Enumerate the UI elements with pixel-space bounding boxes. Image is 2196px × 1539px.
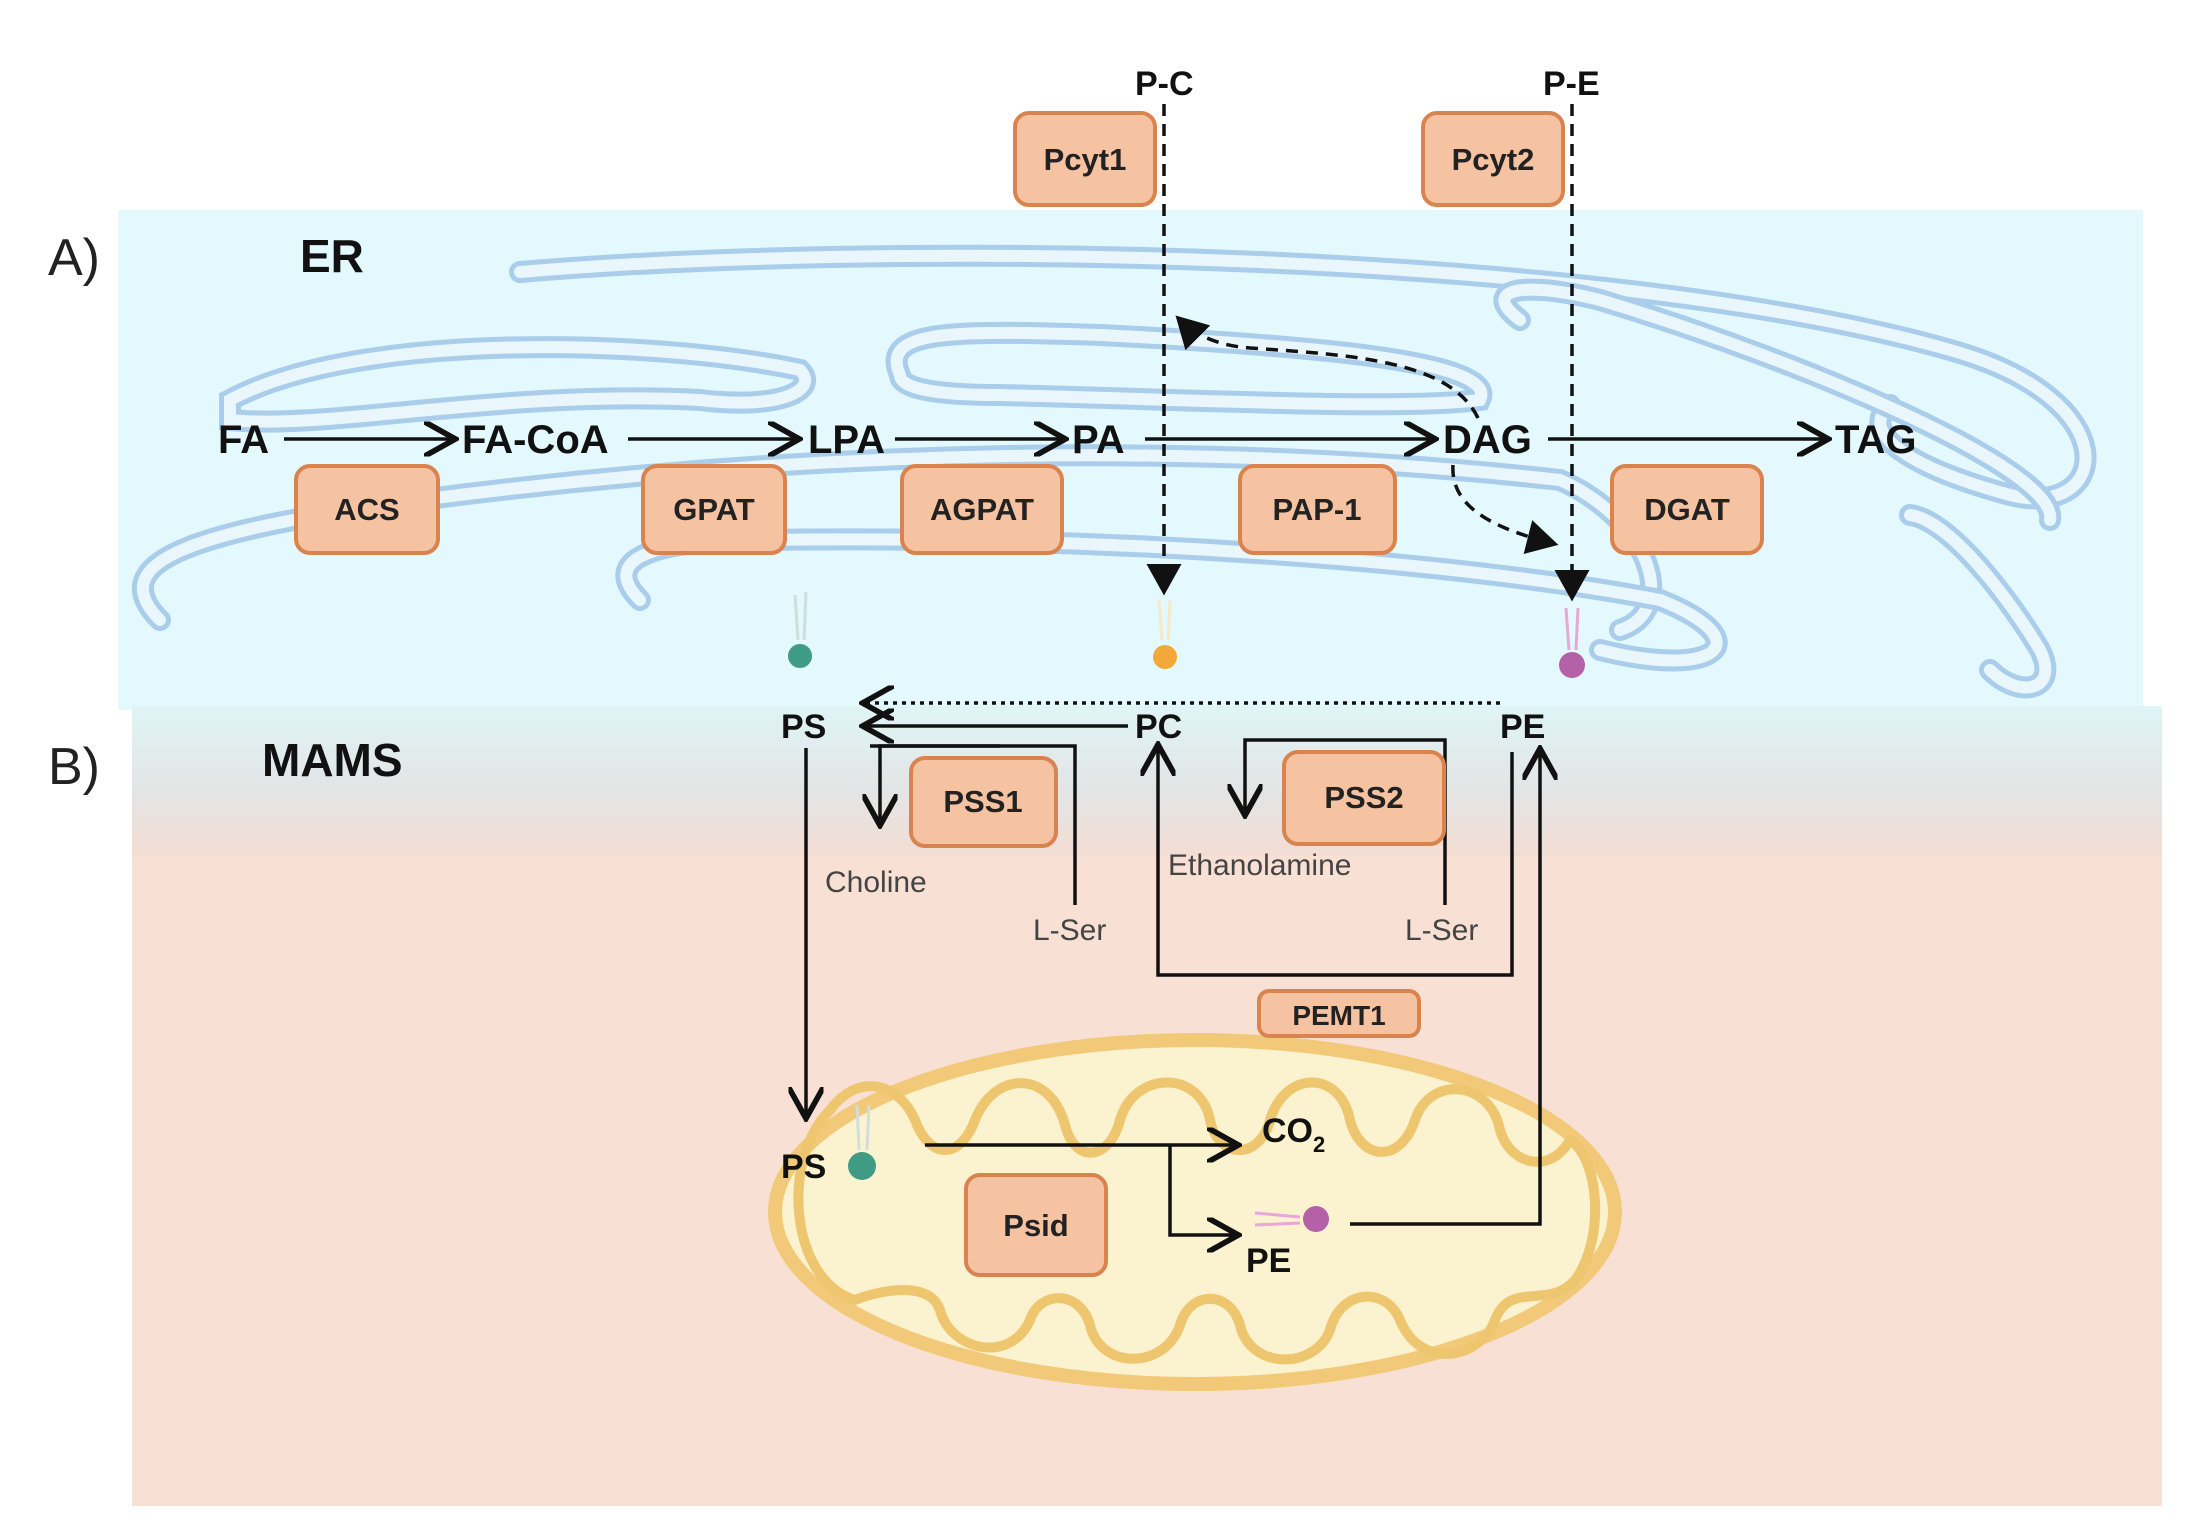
panel-a-label: A) [48,229,100,287]
svg-text:GPAT: GPAT [673,492,755,527]
svg-text:AGPAT: AGPAT [930,492,1034,527]
enzyme-gpat: GPAT [641,464,787,555]
dag-to-pc-dashed-arrow [1175,315,1480,419]
enzyme-pemt1: PEMT1 [1257,989,1421,1038]
enzyme-dgat: DGAT [1610,464,1764,555]
svg-text:DGAT: DGAT [1644,492,1730,527]
svg-text:PEMT1: PEMT1 [1292,1000,1385,1031]
er-title: ER [300,230,364,282]
substrate-choline: Choline [825,866,927,899]
metabolite-ps-mito: PS [781,1148,826,1186]
substrate-ethanolamine: Ethanolamine [1168,849,1351,882]
svg-text:Pcyt1: Pcyt1 [1044,142,1127,177]
enzyme-agpat: AGPAT [900,464,1064,555]
enzyme-pcyt2: Pcyt2 [1421,111,1565,207]
enzyme-acs: ACS [294,464,440,555]
svg-text:PSS1: PSS1 [943,784,1022,819]
dag-to-pe-dashed-arrow [1451,464,1559,555]
metabolite-pc: PC [1135,708,1182,746]
enzyme-pss1: PSS1 [909,756,1058,848]
ps-lipid-icon [788,591,812,668]
enzyme-pcyt1: Pcyt1 [1013,111,1157,207]
pe-mito-lipid-icon [1254,1206,1329,1232]
pc-lipid-icon [1153,599,1177,669]
mams-title: MAMS [262,734,403,786]
mito-pe-to-pe-arrow [1350,752,1540,1226]
metabolite-tag: TAG [1835,418,1916,462]
ps-mito-lipid-icon [848,1104,876,1180]
metabolite-ps: PS [781,708,826,746]
svg-text:Psid: Psid [1003,1208,1068,1243]
enzyme-psid: Psid [964,1173,1108,1277]
enzyme-pap1: PAP-1 [1238,464,1397,555]
ps-to-pe-mito-arrow [1168,1145,1235,1235]
metabolite-co2: CO2 [1262,1112,1325,1157]
mitochondrion [768,1033,1622,1391]
metabolite-fa: FA [218,418,269,462]
enzyme-pss2: PSS2 [1282,750,1446,846]
metabolite-pe: PE [1500,708,1545,746]
pe-source-label: P-E [1543,65,1600,103]
panel-b-label: B) [48,738,100,796]
pe-lipid-icon [1559,607,1585,678]
pc-source-label: P-C [1135,65,1194,103]
substrate-lser-2: L-Ser [1405,914,1478,947]
metabolite-pe-mito: PE [1246,1242,1291,1280]
mams-transition-band [132,706,2162,856]
svg-text:ACS: ACS [334,492,399,527]
svg-text:PSS2: PSS2 [1324,780,1403,815]
metabolite-lpa: LPA [808,418,885,462]
metabolite-dag: DAG [1443,418,1532,462]
substrate-lser-1: L-Ser [1033,914,1106,947]
metabolite-fa-coa: FA-CoA [462,418,609,462]
metabolite-pa: PA [1072,418,1125,462]
pe-to-pc-pemt1-arrow [1158,748,1514,977]
svg-text:PAP-1: PAP-1 [1272,492,1361,527]
svg-text:Pcyt2: Pcyt2 [1452,142,1535,177]
choline-release-arrow [880,744,1000,822]
